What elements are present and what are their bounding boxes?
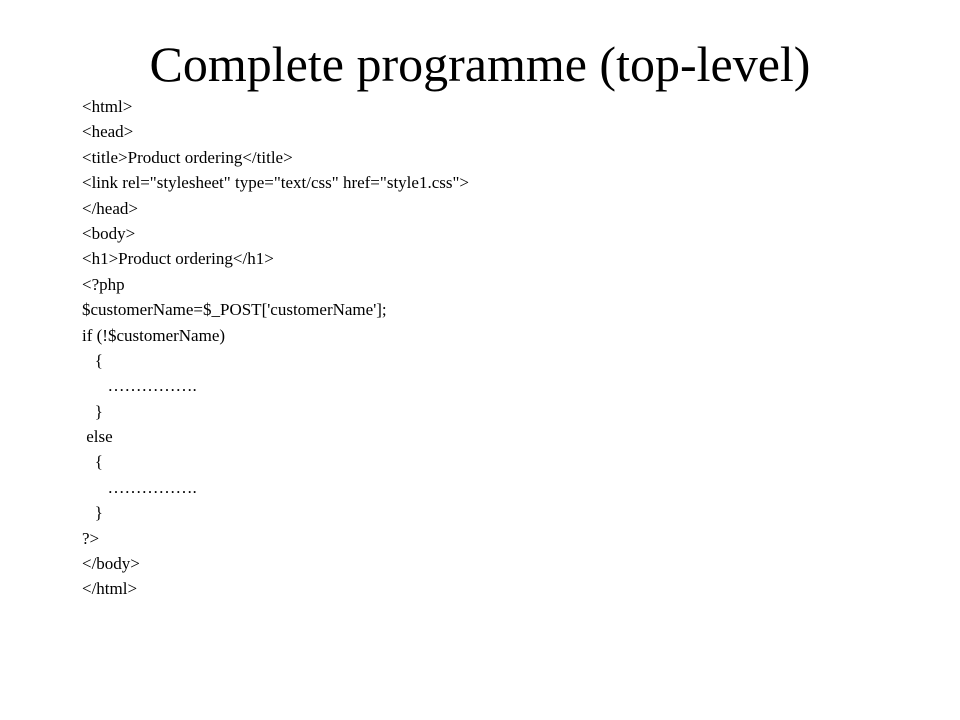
code-line: ?> — [82, 528, 100, 548]
code-line: ……………. — [82, 376, 197, 396]
code-line: } — [82, 401, 103, 421]
code-line: { — [82, 452, 103, 472]
code-line: </html> — [82, 579, 138, 599]
code-line: if (!$customerName) — [82, 325, 226, 345]
slide-title: Complete programme (top-level) — [149, 36, 811, 92]
code-line: <?php — [82, 274, 125, 294]
code-line: <title>Product ordering</title> — [82, 147, 293, 167]
code-line: <html> — [82, 97, 133, 116]
code-line: $customerName=$_POST['customerName']; — [82, 300, 387, 320]
code-line: <link rel="stylesheet" type="text/css" h… — [82, 173, 469, 193]
code-line: <head> — [82, 122, 134, 142]
code-line: <body> — [82, 223, 136, 243]
code-line: } — [82, 503, 103, 523]
code-line: { — [82, 350, 103, 370]
code-line: ……………. — [82, 477, 197, 497]
code-line: <h1>Product ordering</h1> — [82, 249, 274, 269]
code-line: else — [82, 427, 113, 447]
code-listing: <html> <head> <title>Product ordering</t… — [82, 94, 902, 602]
code-line: </head> — [82, 198, 138, 218]
code-line: </body> — [82, 554, 140, 574]
